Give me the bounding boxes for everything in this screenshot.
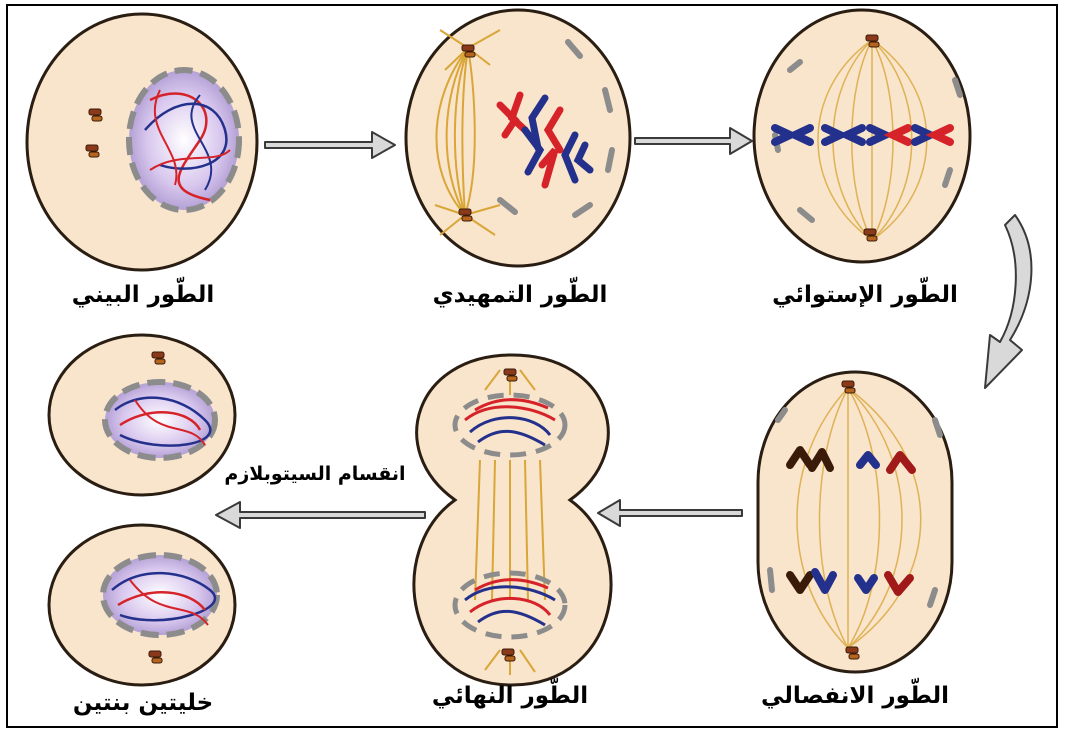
- arrow-right-icon: [265, 132, 395, 158]
- metaphase-cell: [754, 10, 970, 262]
- anaphase-label: الطّور الانفصالي: [725, 683, 985, 709]
- arrow-left-icon: [598, 500, 742, 526]
- anaphase-cell: [758, 372, 952, 672]
- prophase-cell: [406, 10, 630, 266]
- telophase-cell: [414, 355, 611, 685]
- metaphase-label: الطّور الإستوائي: [735, 282, 995, 308]
- prophase-label: الطّور التمهيدي: [380, 282, 660, 308]
- arrow-left-icon: [216, 502, 425, 528]
- daughter-cell-bottom: [49, 525, 235, 685]
- telophase-label: الطّور النهائي: [390, 683, 630, 709]
- interphase-cell: [27, 14, 257, 270]
- arrow-right-icon: [635, 128, 752, 154]
- cytokinesis-label: انقسام السيتوبلازم: [205, 463, 425, 485]
- daughter-cells-label: خليتين بنتين: [28, 690, 258, 716]
- nucleus: [129, 70, 239, 210]
- interphase-label: الطّور البيني: [28, 282, 258, 308]
